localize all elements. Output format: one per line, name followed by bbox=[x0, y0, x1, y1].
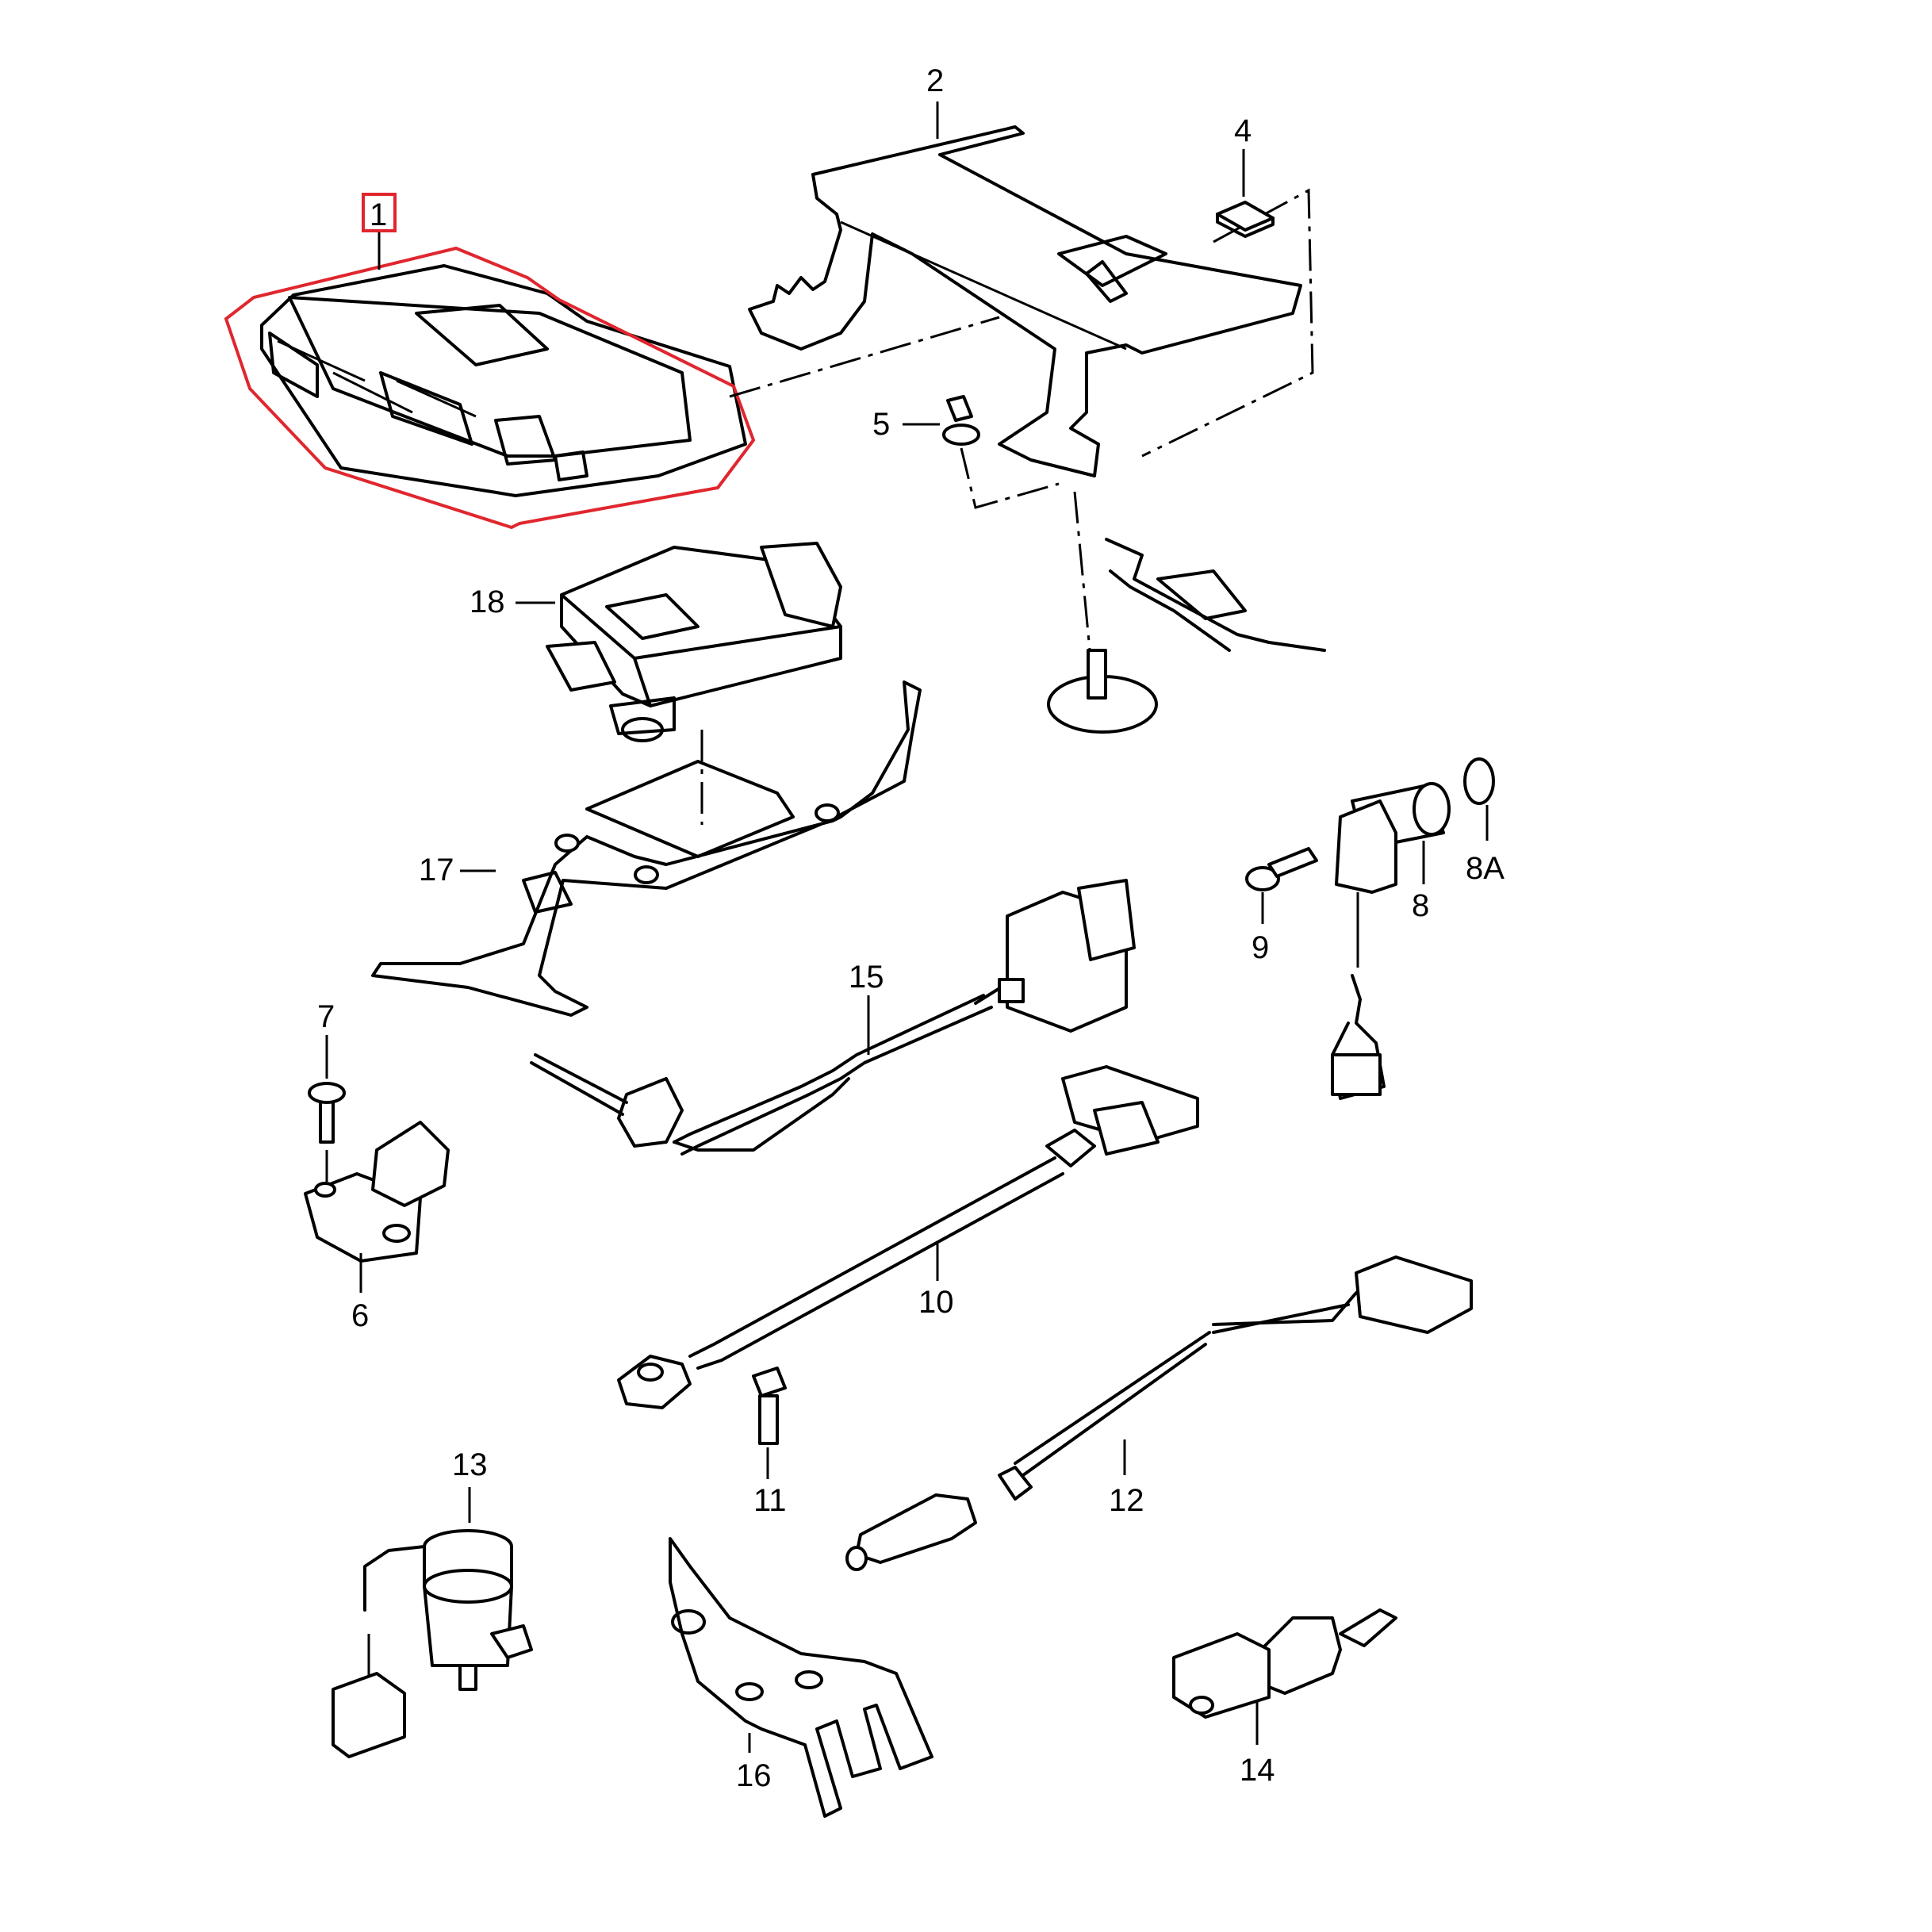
part-1-control-unit[interactable] bbox=[260, 264, 747, 497]
part-18-module[interactable] bbox=[546, 542, 842, 742]
part-17-plate[interactable] bbox=[371, 680, 922, 1017]
stud-grommet bbox=[1047, 491, 1326, 734]
callout-15: 15 bbox=[849, 960, 884, 995]
callout-8: 8 bbox=[1412, 888, 1429, 923]
part-13-valve[interactable] bbox=[332, 1529, 533, 1758]
part-15-sensor-cable[interactable] bbox=[530, 879, 1136, 1156]
part-1-highlight-outline bbox=[224, 246, 756, 530]
part-8-sensor[interactable] bbox=[1331, 782, 1451, 1100]
callout-9: 9 bbox=[1252, 930, 1269, 965]
callout-14: 14 bbox=[1240, 1753, 1275, 1788]
callout-12: 12 bbox=[1109, 1483, 1144, 1518]
callout-13: 13 bbox=[452, 1447, 488, 1482]
callout-11: 11 bbox=[753, 1483, 787, 1518]
callout-7: 7 bbox=[317, 999, 335, 1034]
callout-5: 5 bbox=[872, 407, 890, 442]
part-16-bracket[interactable] bbox=[669, 1537, 933, 1818]
part-12-oxygen-sensor[interactable] bbox=[845, 1255, 1473, 1571]
callout-4: 4 bbox=[1234, 113, 1252, 148]
part-9-bolt bbox=[1245, 847, 1318, 891]
callout-8a: 8A bbox=[1466, 851, 1505, 886]
callout-1-highlight-box bbox=[362, 193, 397, 232]
callout-16: 16 bbox=[736, 1758, 772, 1793]
callout-2: 2 bbox=[926, 63, 944, 98]
part-4-pad bbox=[1216, 201, 1275, 238]
callout-18: 18 bbox=[470, 585, 505, 619]
callout-6: 6 bbox=[351, 1298, 369, 1333]
part-14-switch[interactable] bbox=[1172, 1608, 1397, 1719]
assembly-line-4 bbox=[1141, 188, 1314, 458]
part-10-knock-sensor[interactable] bbox=[617, 1065, 1199, 1409]
part-2-bracket bbox=[748, 125, 1302, 477]
assembly-line-ecu bbox=[729, 316, 1000, 398]
assembly-line-5 bbox=[960, 447, 1060, 509]
callout-10: 10 bbox=[918, 1285, 954, 1320]
callout-17: 17 bbox=[419, 853, 454, 887]
callout-1[interactable]: 1 bbox=[370, 197, 387, 232]
part-11-bolt bbox=[752, 1367, 787, 1445]
part-6-sensor[interactable] bbox=[304, 1121, 450, 1263]
part-8a-o-ring bbox=[1463, 757, 1495, 805]
part-7-screw bbox=[308, 1082, 346, 1182]
part-5-nut bbox=[942, 395, 980, 446]
